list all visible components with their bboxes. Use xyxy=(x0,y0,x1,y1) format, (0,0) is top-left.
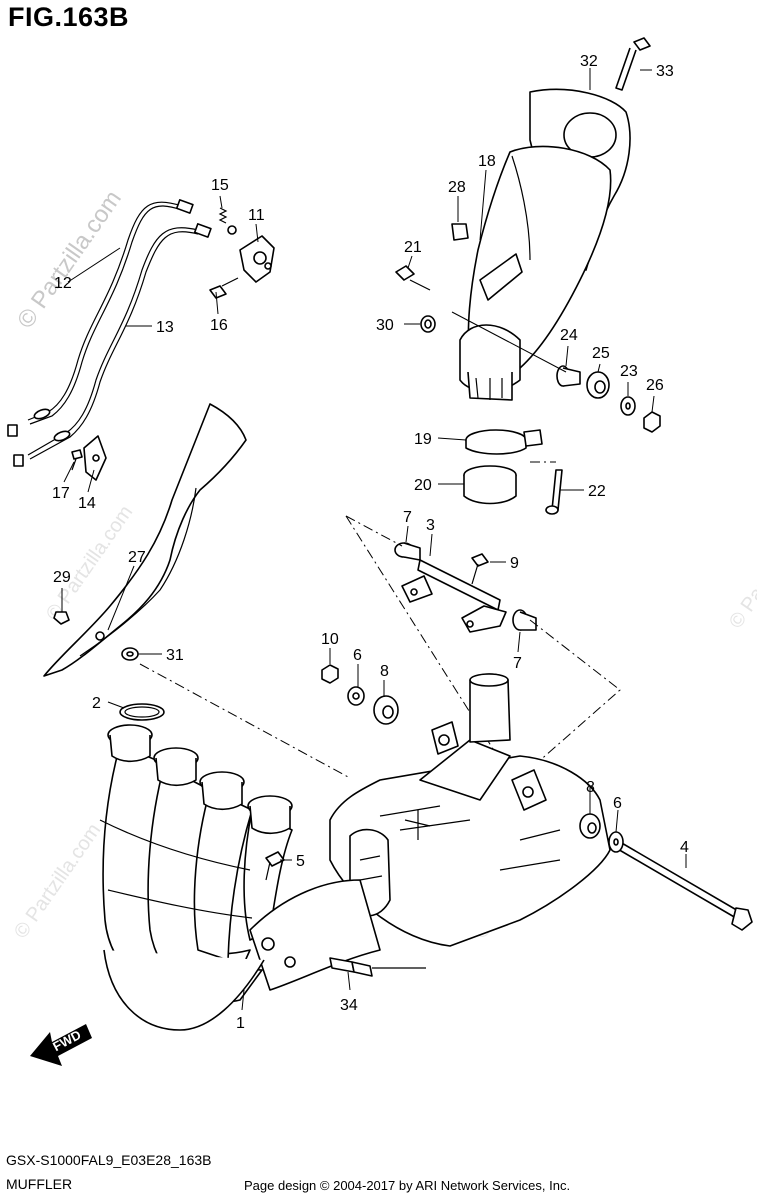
cable-13 xyxy=(13,223,212,467)
leader-lines xyxy=(61,68,687,1011)
bolt-9 xyxy=(471,553,489,585)
bolt-16 xyxy=(209,277,239,299)
callout-5[interactable]: 5 xyxy=(296,853,305,870)
figure-title: FIG.163B xyxy=(8,2,130,32)
copyright-notice: Page design © 2004-2017 by ARI Network S… xyxy=(244,1178,571,1193)
bolt-22 xyxy=(545,469,563,515)
callout-16[interactable]: 16 xyxy=(210,317,228,334)
nut-26 xyxy=(643,411,661,433)
callout-25[interactable]: 25 xyxy=(592,345,610,362)
callout-7[interactable]: 7 xyxy=(403,509,412,526)
callout-34[interactable]: 34 xyxy=(340,997,358,1014)
callout-12[interactable]: 12 xyxy=(54,275,72,292)
collar-24 xyxy=(556,365,581,387)
callout-1[interactable]: 1 xyxy=(236,1015,245,1032)
callout-14[interactable]: 14 xyxy=(78,495,96,512)
model-code: GSX-S1000FAL9_E03E28_163B xyxy=(6,1152,212,1168)
collar-7-lower xyxy=(512,609,537,631)
callout-4[interactable]: 4 xyxy=(680,839,689,856)
washer-23 xyxy=(620,396,636,416)
bolt-33 xyxy=(615,37,651,91)
pad-28 xyxy=(451,223,469,241)
bolt-17 xyxy=(71,449,83,471)
muffler-18 xyxy=(459,145,612,401)
callout-8[interactable]: 8 xyxy=(380,663,389,680)
grommet-8-top xyxy=(373,695,399,725)
heat-shield-27 xyxy=(43,403,247,677)
o2-sensor-34 xyxy=(329,957,426,977)
callout-7b[interactable]: 7 xyxy=(513,655,522,672)
bracket-14 xyxy=(83,435,107,481)
callout-17[interactable]: 17 xyxy=(52,485,70,502)
callout-32[interactable]: 32 xyxy=(580,53,598,70)
callout-23[interactable]: 23 xyxy=(620,363,638,380)
callout-13[interactable]: 13 xyxy=(156,319,174,336)
callout-29[interactable]: 29 xyxy=(53,569,71,586)
callout-6[interactable]: 6 xyxy=(353,647,362,664)
callout-27[interactable]: 27 xyxy=(128,549,146,566)
callout-19[interactable]: 19 xyxy=(414,431,432,448)
spring-15 xyxy=(218,207,228,224)
grommet-25 xyxy=(586,371,610,399)
callout-31[interactable]: 31 xyxy=(166,647,184,664)
callout-6b[interactable]: 6 xyxy=(613,795,622,812)
grommet-8-right xyxy=(579,813,601,839)
callout-28[interactable]: 28 xyxy=(448,179,466,196)
washer-6-right xyxy=(608,831,624,853)
callout-18[interactable]: 18 xyxy=(478,153,496,170)
clamp-19 xyxy=(465,429,543,455)
cable-12 xyxy=(7,199,194,437)
callout-15[interactable]: 15 xyxy=(211,177,229,194)
fwd-arrow[interactable]: FWD xyxy=(30,1024,92,1066)
callouts: 1 2 3 4 5 6 6 7 7 8 8 9 10 11 12 13 14 1… xyxy=(52,53,689,1032)
callout-2[interactable]: 2 xyxy=(92,695,101,712)
nut-10 xyxy=(321,664,339,684)
callout-10[interactable]: 10 xyxy=(321,631,339,648)
callout-11[interactable]: 11 xyxy=(248,207,265,224)
callout-30[interactable]: 30 xyxy=(376,317,394,334)
collar-7-upper xyxy=(394,542,421,561)
bracket-11 xyxy=(239,235,275,283)
nut-30 xyxy=(420,315,436,333)
callout-8b[interactable]: 8 xyxy=(586,779,595,796)
callout-20[interactable]: 20 xyxy=(414,477,432,494)
callout-22[interactable]: 22 xyxy=(588,483,606,500)
nut-31 xyxy=(121,647,139,661)
bolt-21 xyxy=(395,265,431,291)
callout-21[interactable]: 21 xyxy=(404,239,422,256)
gasket-20 xyxy=(463,465,517,505)
callout-3[interactable]: 3 xyxy=(426,517,435,534)
exhaust-chamber xyxy=(329,673,611,947)
gasket-2 xyxy=(119,703,165,721)
exhaust-header-1 xyxy=(99,724,381,1031)
callout-33[interactable]: 33 xyxy=(656,63,674,80)
bolt-29 xyxy=(53,611,70,625)
callout-9[interactable]: 9 xyxy=(510,555,519,572)
callout-24[interactable]: 24 xyxy=(560,327,578,344)
callout-26[interactable]: 26 xyxy=(646,377,664,394)
washer-6-top xyxy=(347,686,365,706)
bracket-3 xyxy=(401,559,507,633)
section-name: MUFFLER xyxy=(6,1176,73,1192)
